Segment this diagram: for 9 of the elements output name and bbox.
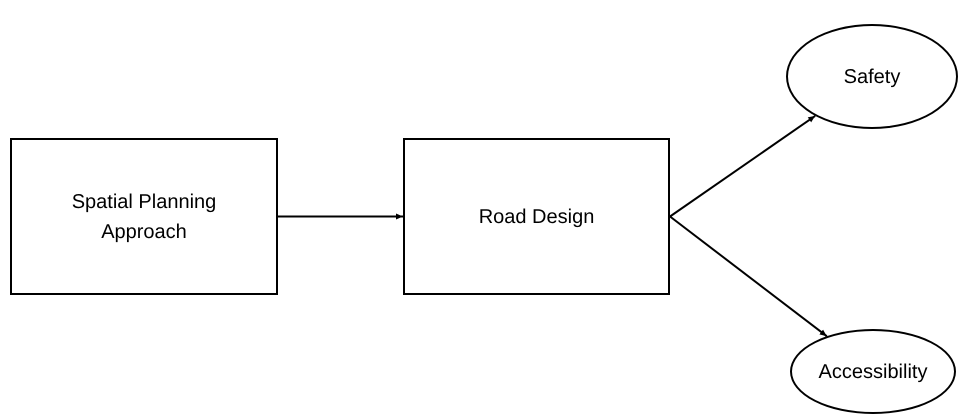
node-label: Road Design [478, 204, 596, 230]
node-label: Spatial Planning Approach [70, 190, 218, 244]
arrow [669, 115, 816, 218]
arrow [278, 214, 403, 220]
node-label: Safety [842, 64, 902, 90]
arrow [669, 216, 828, 337]
process-box [10, 138, 278, 295]
process-box [403, 138, 670, 295]
node-label: Accessibility [818, 360, 928, 384]
